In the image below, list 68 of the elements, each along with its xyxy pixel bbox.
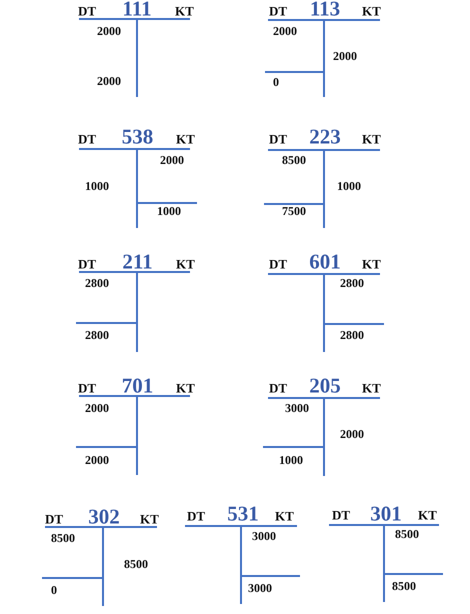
t-account <box>266 252 386 353</box>
credit-amount: 2000 <box>333 50 357 62</box>
credit-amount: 8500 <box>392 580 416 592</box>
credit-amount: 8500 <box>395 528 419 540</box>
debit-amount: 2000 <box>85 454 109 466</box>
t-account <box>261 376 382 477</box>
debit-amount: 2800 <box>85 329 109 341</box>
account-number: 205 <box>309 376 341 396</box>
credit-heading: KT <box>362 382 381 394</box>
account-number: 302 <box>88 506 120 528</box>
credit-amount: 2800 <box>340 329 364 341</box>
debit-amount: 2000 <box>85 402 109 414</box>
credit-heading: KT <box>362 4 381 18</box>
debit-amount: 2800 <box>85 277 109 289</box>
debit-amount: 1000 <box>279 454 303 466</box>
credit-heading: KT <box>175 4 194 18</box>
credit-amount: 1000 <box>337 180 361 192</box>
debit-heading: DT <box>269 258 288 270</box>
credit-amount: 2000 <box>340 428 364 440</box>
account-number: 301 <box>370 504 402 524</box>
account-number: 701 <box>122 376 154 396</box>
debit-heading: DT <box>78 132 96 146</box>
debit-amount: 2000 <box>273 25 297 37</box>
account-number: 111 <box>122 0 152 20</box>
credit-amount: 1000 <box>157 205 181 217</box>
debit-heading: DT <box>187 510 206 522</box>
debit-heading: DT <box>269 132 288 146</box>
account-number: 531 <box>227 504 259 524</box>
t-account <box>263 0 382 98</box>
credit-amount: 8500 <box>124 558 148 570</box>
debit-amount: 2000 <box>97 25 121 37</box>
credit-heading: KT <box>362 132 381 146</box>
debit-amount: 1000 <box>85 180 109 192</box>
debit-amount: 3000 <box>285 402 309 414</box>
debit-heading: DT <box>78 4 96 18</box>
credit-amount: 2000 <box>160 154 184 166</box>
t-account <box>327 504 445 603</box>
debit-heading: DT <box>332 508 350 522</box>
t-account <box>76 0 194 98</box>
account-number: 223 <box>309 126 341 148</box>
debit-heading: DT <box>78 258 96 270</box>
account-number: 113 <box>310 0 340 20</box>
account-number: 211 <box>122 252 153 272</box>
credit-heading: KT <box>418 508 437 522</box>
credit-heading: KT <box>176 258 195 270</box>
credit-heading: KT <box>362 258 381 270</box>
t-account <box>262 128 382 229</box>
t-account <box>76 128 199 229</box>
debit-amount: 8500 <box>282 154 306 166</box>
account-number: 601 <box>309 252 341 272</box>
debit-heading: DT <box>269 382 288 394</box>
credit-heading: KT <box>176 382 195 394</box>
credit-heading: KT <box>140 512 159 526</box>
debit-amount: 0 <box>51 584 57 596</box>
debit-amount: 8500 <box>51 532 75 544</box>
credit-amount: 3000 <box>252 530 276 542</box>
credit-amount: 3000 <box>248 582 272 594</box>
credit-amount: 2800 <box>340 277 364 289</box>
debit-heading: DT <box>269 4 288 18</box>
debit-heading: DT <box>45 512 64 526</box>
debit-amount: 2000 <box>97 75 121 87</box>
account-number: 538 <box>122 126 154 148</box>
debit-heading: DT <box>78 382 96 394</box>
debit-amount: 7500 <box>282 205 306 217</box>
debit-amount: 0 <box>273 76 279 88</box>
credit-heading: KT <box>275 510 294 522</box>
credit-heading: KT <box>176 132 195 146</box>
t-account <box>183 505 302 605</box>
